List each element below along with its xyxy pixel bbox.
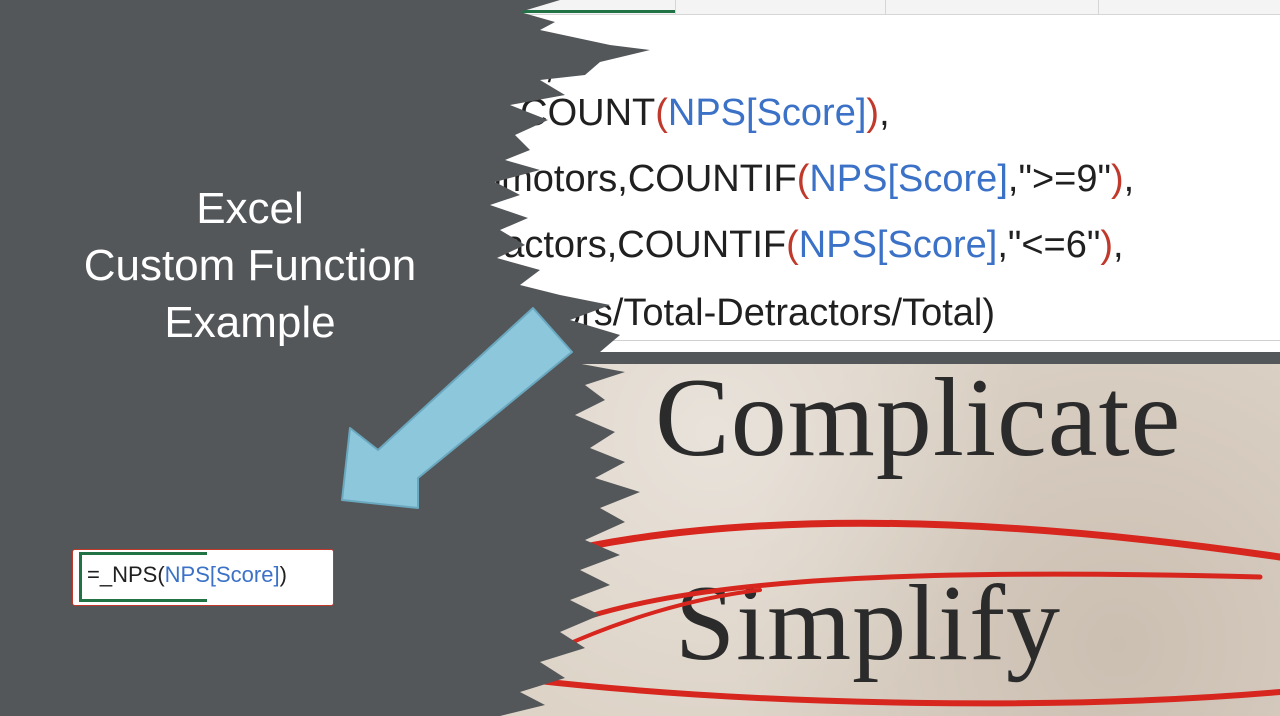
word-simplify: Simplify xyxy=(675,564,1062,683)
formula-text: ) xyxy=(279,562,287,587)
red-marker-strokes xyxy=(527,519,1280,707)
formula-paren: ) xyxy=(1100,224,1114,266)
formula-argument: NPS[Score] xyxy=(667,92,867,134)
title-line-3: Example xyxy=(164,298,336,347)
formula-text: , xyxy=(879,92,890,134)
formula-paren: ( xyxy=(655,92,668,134)
formula-line-4: ors/Total-Detractors/Total) xyxy=(560,292,995,335)
formula-text: =_NPS( xyxy=(87,562,165,587)
formula-argument: NPS[Score] xyxy=(798,224,998,266)
title-line-1: Excel xyxy=(196,184,304,233)
formula-text: ,"<=6" xyxy=(997,224,1101,266)
active-cell-border xyxy=(79,552,207,555)
complicate-simplify-photo: Complicate Simplify xyxy=(470,362,1280,716)
formula-text: omotors,COUNTIF xyxy=(480,158,797,200)
formula-argument: NPS[Score] xyxy=(809,158,1008,200)
active-cell-border xyxy=(79,599,207,602)
formula-line-3: tractors,COUNTIF(NPS[Score],"<=6"), xyxy=(480,224,1124,267)
formula-text: ors/Total-Detractors/Total) xyxy=(560,292,996,334)
red-underline-stroke xyxy=(536,519,1280,561)
title-line-2: Custom Function xyxy=(83,241,417,290)
formula-text: T/ xyxy=(529,56,557,89)
simple-formula-text: =_NPS(NPS[Score]) xyxy=(87,562,287,588)
gridline xyxy=(675,0,676,14)
formula-line-2: omotors,COUNTIF(NPS[Score],">=9"), xyxy=(480,158,1134,201)
formula-paren: ) xyxy=(1110,158,1124,200)
formula-paren: ) xyxy=(866,92,880,134)
page-title: Excel Custom Function Example xyxy=(30,180,470,351)
formula-text: ,">=9" xyxy=(1007,158,1111,200)
gridline xyxy=(1098,0,1099,14)
formula-line-1: al,COUNT(NPS[Score]), xyxy=(480,92,890,135)
formula-paren: ( xyxy=(786,224,799,266)
formula-argument: NPS[Score] xyxy=(164,562,280,587)
word-complicate: Complicate xyxy=(655,362,1182,480)
active-cell-border xyxy=(79,552,82,602)
image-divider xyxy=(470,352,1280,364)
gridline xyxy=(885,0,886,14)
simple-formula-box: =_NPS(NPS[Score]) xyxy=(72,549,334,606)
red-circle-stroke xyxy=(547,571,1263,633)
formula-text: , xyxy=(1113,224,1124,266)
formula-text: , xyxy=(1123,158,1135,200)
gridline xyxy=(470,340,1280,341)
complex-formula-screenshot: T/ al,COUNT(NPS[Score]), omotors,COUNTIF… xyxy=(470,0,1280,360)
red-circle-stroke xyxy=(527,677,1280,707)
active-cell-border xyxy=(520,10,675,13)
formula-text: al,COUNT xyxy=(480,92,656,134)
formula-text: tractors,COUNTIF xyxy=(480,224,787,266)
formula-paren: ( xyxy=(796,158,810,200)
